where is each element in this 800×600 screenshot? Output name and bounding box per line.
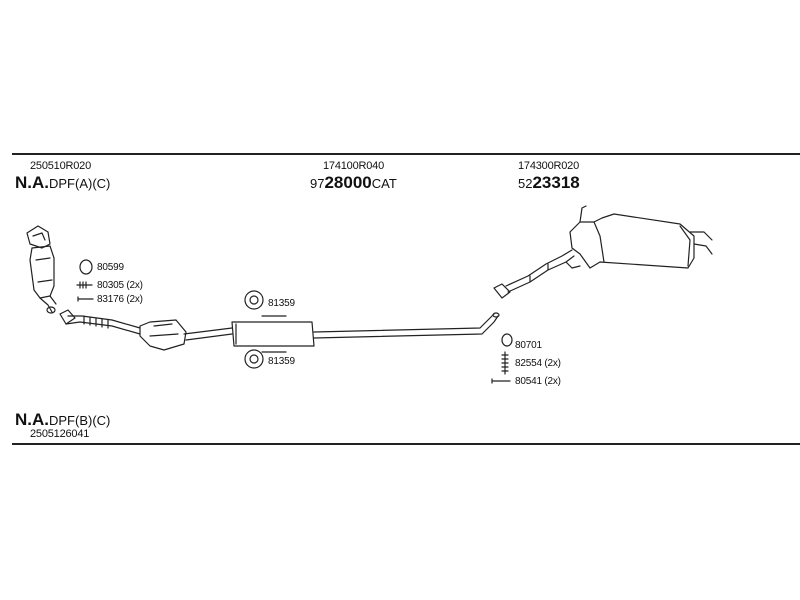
- spring-bolt-icon: [501, 351, 509, 375]
- right-fitting-label: 80701: [515, 340, 542, 351]
- front-pipe-variant-prefix: N.A.: [15, 173, 49, 192]
- dpf-b-variant: N.A.DPF(B)(C): [15, 410, 110, 430]
- front-pipe-variant-suffix: DPF(A)(C): [49, 176, 111, 191]
- rear-muffler-part-number: 174300R020: [518, 160, 580, 172]
- center-pipe-code-suffix: CAT: [371, 176, 397, 191]
- rubber-hanger-icon: [244, 290, 264, 310]
- center-pipe-code-main: 28000: [324, 173, 372, 192]
- front-pipe-part-number: 250510R020: [30, 160, 92, 172]
- center-pipe-code: 9728000CAT: [310, 173, 397, 193]
- gasket-ring-icon: [79, 259, 93, 275]
- center-fitting-label: 81359: [268, 298, 295, 309]
- center-fitting-label: 81359: [268, 356, 295, 367]
- center-silencer-pipe: [231, 312, 500, 353]
- dpf-b-variant-prefix: N.A.: [15, 410, 49, 429]
- top-divider: [12, 153, 800, 155]
- rear-muffler-code: 5223318: [518, 173, 580, 193]
- dpf-b-part-number: 2505126041: [30, 428, 90, 440]
- left-fitting-label: 80305 (2x): [97, 280, 143, 291]
- spring-bolt-icon: [76, 281, 93, 289]
- bottom-divider: [12, 443, 800, 445]
- front-pipe-variant: N.A.DPF(A)(C): [15, 173, 110, 193]
- dpf-filter-assembly: [26, 225, 57, 314]
- left-fitting-label: 83176 (2x): [97, 294, 143, 305]
- center-pipe-part-number: 174100R040: [323, 160, 385, 172]
- rubber-hanger-icon: [244, 349, 264, 369]
- bolt-icon: [77, 296, 94, 302]
- right-fitting-label: 80541 (2x): [515, 376, 561, 387]
- dpf-b-variant-suffix: DPF(B)(C): [49, 413, 111, 428]
- rear-muffler-code-main: 23318: [532, 173, 580, 192]
- rear-muffler-assembly: [493, 205, 713, 299]
- center-pipe-code-prefix: 97: [310, 176, 325, 191]
- gasket-ring-icon: [501, 333, 513, 347]
- rear-muffler-code-prefix: 52: [518, 176, 533, 191]
- front-pipe-catalytic-converter: [59, 309, 233, 351]
- left-fitting-label: 80599: [97, 262, 124, 273]
- right-fitting-label: 82554 (2x): [515, 358, 561, 369]
- bolt-icon: [491, 378, 511, 384]
